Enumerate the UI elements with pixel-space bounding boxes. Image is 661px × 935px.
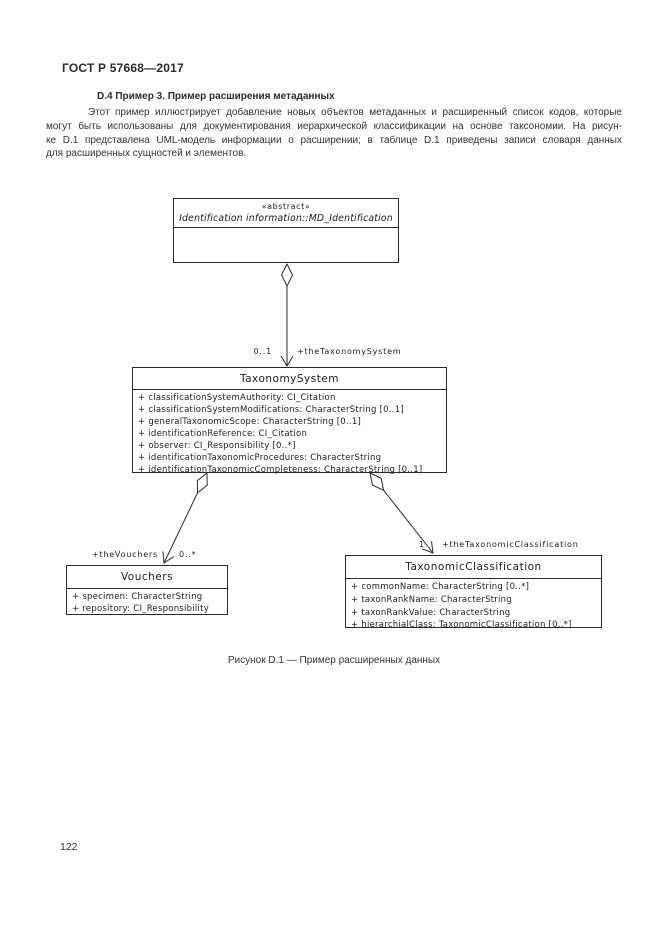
class-box-taxonomic-classification: TaxonomicClassification + commonName: Ch…	[345, 555, 602, 630]
attribute-row: + specimen: CharacterString	[72, 592, 203, 602]
class-name: Identification information::MD_Identific…	[179, 213, 393, 224]
class-name: TaxonomicClassification	[405, 561, 542, 573]
multiplicity-label: 0..1	[253, 347, 272, 356]
class-name: TaxonomySystem	[239, 372, 340, 385]
attribute-row: + identificationTaxonomicProcedures: Cha…	[138, 453, 382, 463]
aggregation-connector-vouchers	[164, 473, 207, 563]
attribute-row: + taxonRankName: CharacterString	[351, 594, 512, 605]
class-attributes-compartment: + specimen: CharacterString + repository…	[67, 589, 227, 615]
attribute-row: + identificationReference: CI_Citation	[138, 429, 308, 439]
role-label: +theVouchers	[91, 550, 158, 559]
attribute-row: + hierarchialClass: TaxonomicClassificat…	[351, 620, 572, 631]
multiplicity-label: 0..*	[179, 550, 197, 559]
attribute-row: + observer: CI_Responsibility [0..*]	[138, 441, 296, 451]
class-stereotype: «abstract»	[261, 202, 311, 211]
attribute-row: + classificationSystemModifications: Cha…	[138, 405, 404, 415]
class-box-taxonomy-system: TaxonomySystem + classificationSystemAut…	[132, 367, 447, 476]
class-name: Vouchers	[120, 571, 174, 583]
role-label: +theTaxonomicClassification	[442, 540, 579, 549]
section-heading: D.4 Пример 3. Пример расширения метаданн…	[97, 91, 335, 102]
class-title-compartment: «abstract» Identification information::M…	[174, 199, 398, 228]
attribute-row: + generalTaxonomicScope: CharacterString…	[138, 417, 362, 427]
class-attributes-compartment: + commonName: CharacterString [0..*] + t…	[346, 579, 601, 632]
class-attributes-compartment: + classificationSystemAuthority: CI_Cita…	[133, 390, 446, 476]
multiplicity-label: 1	[419, 540, 425, 549]
class-title-compartment: Vouchers	[67, 566, 227, 589]
page-number: 122	[60, 841, 78, 853]
paragraph-line: ке D.1 представлена UML-модель информаци…	[46, 134, 622, 146]
class-title-compartment: TaxonomicClassification	[346, 556, 601, 579]
standard-header: ГОСТ Р 57668—2017	[62, 61, 184, 75]
attribute-row: + commonName: CharacterString [0..*]	[351, 582, 530, 592]
class-box-vouchers: Vouchers + specimen: CharacterString + r…	[66, 565, 228, 615]
uml-diagram-connectors	[0, 0, 661, 700]
paragraph-line: для расширенных сущностей и элементов.	[46, 148, 247, 160]
attribute-row: + taxonRankValue: CharacterString	[351, 607, 511, 618]
attribute-row: + identificationTaxonomicCompleteness: C…	[138, 465, 423, 475]
body-paragraph: Этот пример иллюстрирует добавление новы…	[46, 106, 622, 161]
attribute-row: + classificationSystemAuthority: CI_Cita…	[138, 393, 336, 403]
figure-caption: Рисунок D.1 — Пример расширенных данных	[227, 655, 441, 666]
class-title-compartment: TaxonomySystem	[133, 368, 446, 390]
attribute-row: + repository: CI_Responsibility	[72, 604, 209, 614]
aggregation-connector-taxonomic-classification	[370, 473, 433, 553]
role-label: +theTaxonomySystem	[297, 347, 402, 356]
paragraph-line: Этот пример иллюстрирует добавление новы…	[88, 107, 622, 118]
class-box-md-identification: «abstract» Identification information::M…	[173, 198, 399, 263]
paragraph-line: могут быть использованы для документиров…	[46, 120, 622, 132]
